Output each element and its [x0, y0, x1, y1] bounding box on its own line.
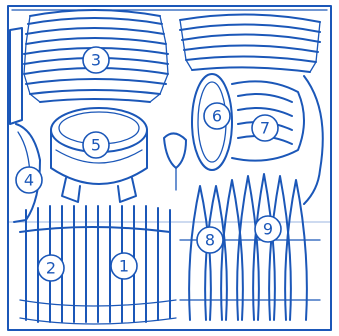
callout-7: 7	[252, 115, 278, 141]
svg-text:4: 4	[24, 171, 34, 190]
callout-2: 2	[38, 255, 64, 281]
callout-8: 8	[197, 227, 223, 253]
callout-9: 9	[255, 216, 281, 242]
callout-5: 5	[83, 132, 109, 158]
callout-4: 4	[16, 167, 42, 193]
svg-text:5: 5	[91, 136, 101, 155]
upper-right-rack	[164, 14, 323, 204]
callout-3: 3	[83, 47, 109, 73]
svg-text:3: 3	[91, 51, 101, 70]
svg-text:9: 9	[263, 220, 273, 239]
svg-text:6: 6	[212, 107, 222, 126]
svg-text:2: 2	[46, 259, 56, 278]
callout-6: 6	[204, 103, 230, 129]
svg-text:1: 1	[119, 257, 129, 276]
svg-text:7: 7	[260, 119, 270, 138]
svg-text:8: 8	[205, 231, 215, 250]
callout-1: 1	[111, 253, 137, 279]
